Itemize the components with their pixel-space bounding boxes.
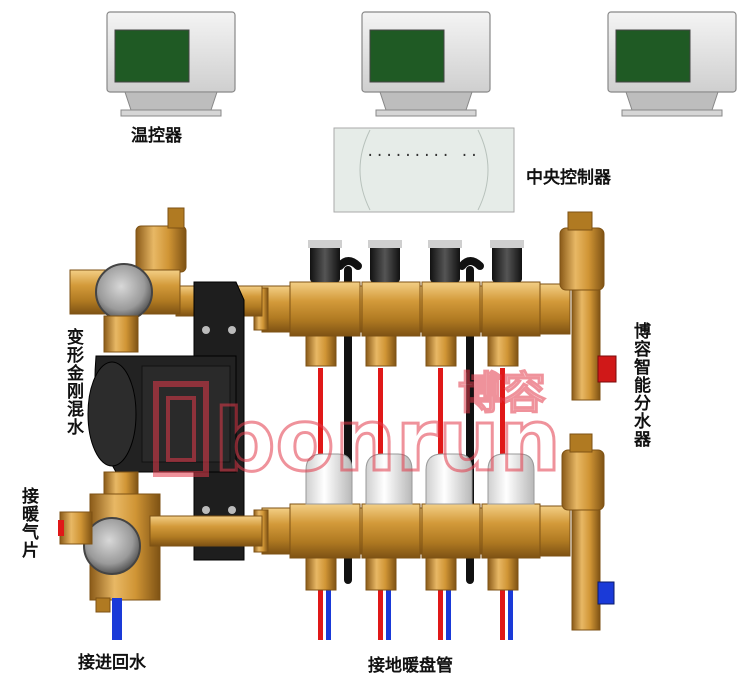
- floor-heating-pipes: [318, 368, 513, 640]
- lower-end-assembly: [539, 433, 615, 631]
- central-controller-box: [333, 127, 515, 213]
- upper-manifold: [253, 281, 563, 367]
- label-smart-manifold: 博容智能分水器: [630, 322, 650, 448]
- thermostat-unit-3: [607, 11, 737, 117]
- label-mixing-water: 变形金刚混水: [63, 328, 83, 436]
- thermostat-unit-2: [361, 11, 491, 117]
- label-return-water: 接进回水: [78, 653, 146, 673]
- upper-valve-caps: [308, 240, 524, 282]
- watermark-brand-text: bonrun: [214, 391, 561, 491]
- label-floor-heating: 接地暖盘管: [368, 656, 453, 676]
- controller-display-dots: ......... ..: [366, 144, 480, 160]
- upper-end-assembly: [539, 211, 617, 401]
- lower-manifold: [253, 503, 563, 591]
- watermark-brand-cn: 博容: [458, 368, 546, 419]
- label-radiator: 接暖气片: [18, 487, 38, 559]
- thermostat-unit-1: [106, 11, 236, 117]
- label-central-controller: 中央控制器: [526, 168, 611, 188]
- thermal-actuators: [305, 453, 535, 505]
- brand-watermark: bonrun 博容: [153, 367, 562, 493]
- label-thermostat: 温控器: [131, 126, 182, 146]
